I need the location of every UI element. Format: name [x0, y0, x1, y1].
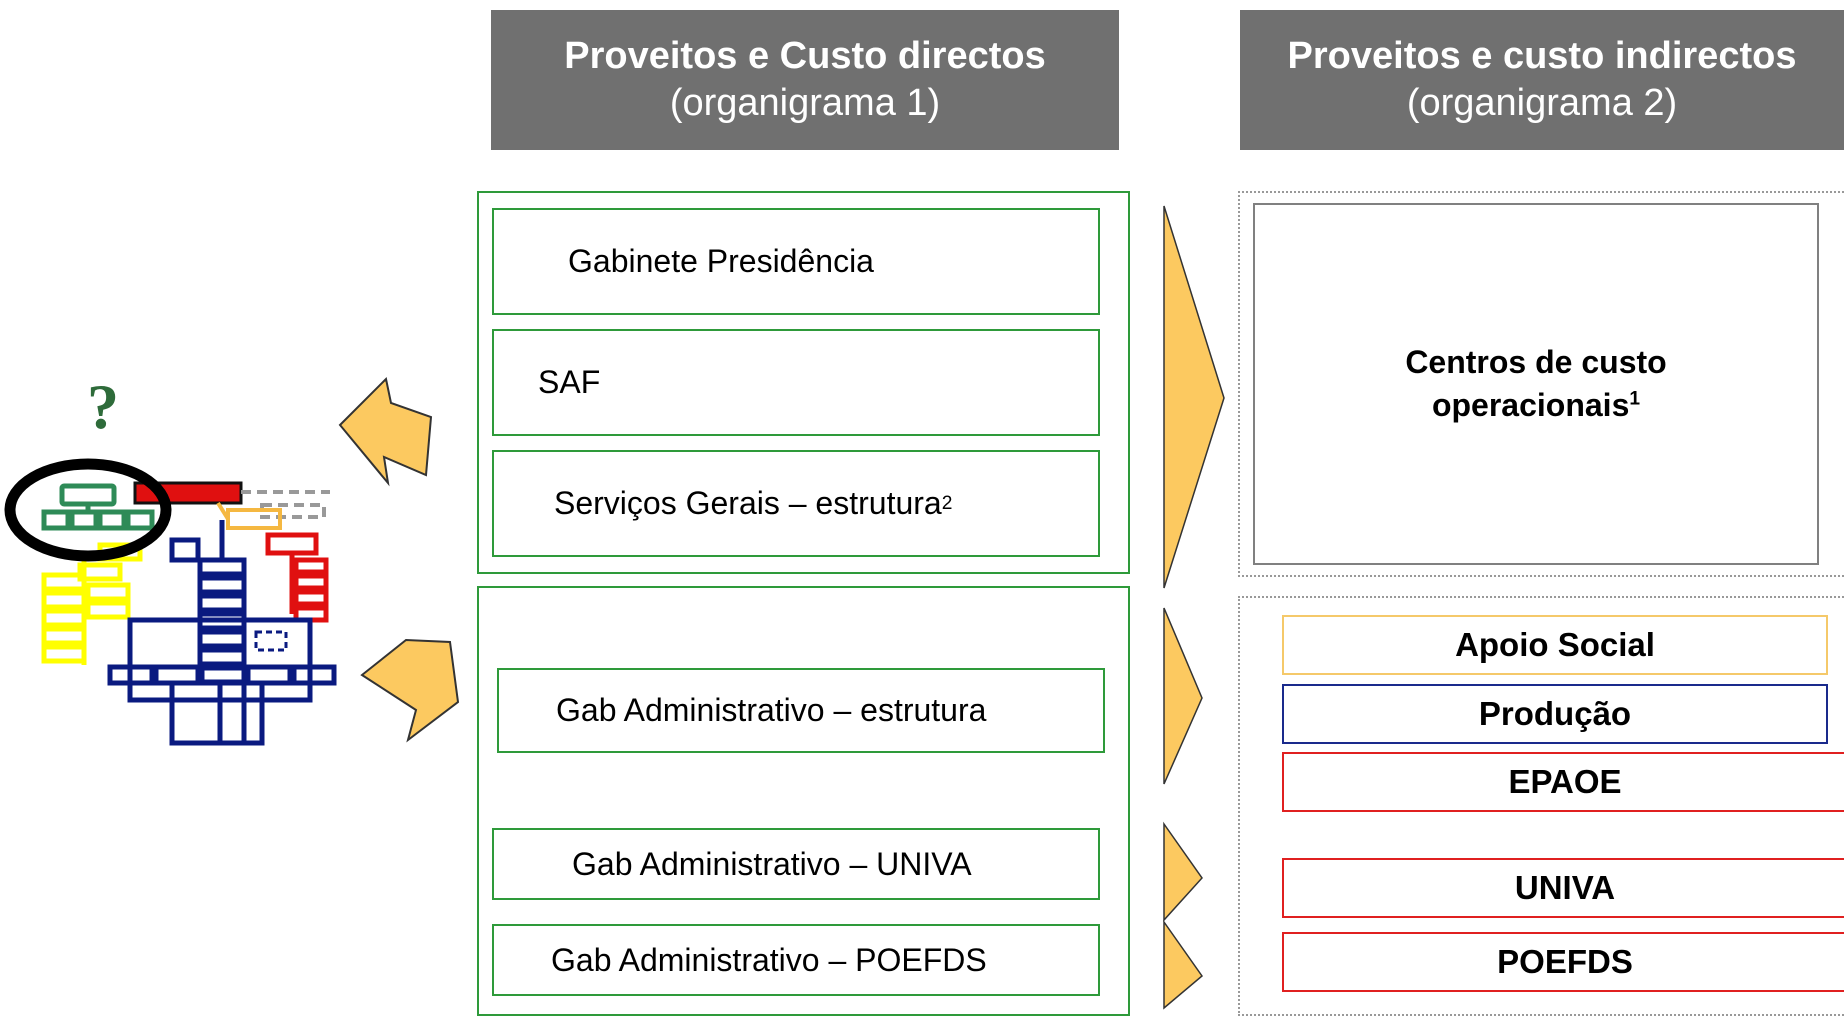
box-gabinete-presidencia: Gabinete Presidência: [492, 208, 1100, 315]
box-gabinete-label: Gabinete Presidência: [568, 243, 874, 279]
box-epaoe: EPAOE: [1282, 752, 1844, 812]
box-apoio-social: Apoio Social: [1282, 615, 1828, 675]
box-servicos-footnote: 2: [941, 492, 953, 514]
box-saf-label: SAF: [538, 364, 601, 400]
org-chart-icon: ?: [4, 371, 337, 746]
arrow-to-bottom-group: [360, 638, 460, 743]
triangle-arrows: [1163, 205, 1225, 1010]
apoio-social-label: Apoio Social: [1455, 626, 1655, 663]
header-direct-subtitle: (organigrama 1): [669, 82, 941, 124]
indirect-group-top: [1238, 191, 1844, 577]
direct-group-top: [477, 191, 1130, 574]
box-gab-administrativo-estrutura: Gab Administrativo – estrutura: [497, 668, 1105, 753]
box-servicos-label: Serviços Gerais – estrutura: [554, 485, 942, 521]
box-centros-de-custo: Centros de custo operacionais1: [1253, 203, 1819, 565]
header-direct-title: Proveitos e Custo directos: [564, 34, 1046, 77]
box-univa: UNIVA: [1282, 858, 1844, 918]
box-gab-univa-label: Gab Administrativo – UNIVA: [572, 845, 972, 882]
highlight-ellipse: [4, 458, 172, 562]
box-saf: SAF: [492, 329, 1100, 436]
header-indirect-title: Proveitos e custo indirectos: [1287, 34, 1797, 77]
epaoe-label: EPAOE: [1508, 763, 1622, 800]
producao-label: Produção: [1478, 695, 1632, 732]
centros-line1: Centros de custo: [1405, 343, 1667, 380]
header-direct: Proveitos e Custo directos (organigrama …: [491, 10, 1119, 150]
univa-label: UNIVA: [1514, 869, 1616, 906]
centros-line2: operacionais: [1431, 387, 1630, 423]
box-gab-administrativo-poefds: Gab Administrativo – POEFDS: [492, 924, 1100, 996]
poefds-label: POEFDS: [1497, 943, 1633, 980]
question-mark: ?: [87, 371, 119, 442]
header-indirect-subtitle: (organigrama 2): [1406, 82, 1678, 124]
box-gab-administrativo-univa: Gab Administrativo – UNIVA: [492, 828, 1100, 900]
box-gab-poefds-label: Gab Administrativo – POEFDS: [551, 941, 987, 978]
box-producao: Produção: [1282, 684, 1828, 744]
header-indirect: Proveitos e custo indirectos (organigram…: [1240, 10, 1844, 150]
box-poefds: POEFDS: [1282, 932, 1844, 992]
box-gab-estrutura-label: Gab Administrativo – estrutura: [556, 692, 987, 728]
centros-footnote: 1: [1629, 388, 1641, 410]
arrow-to-top-group: [338, 376, 433, 487]
